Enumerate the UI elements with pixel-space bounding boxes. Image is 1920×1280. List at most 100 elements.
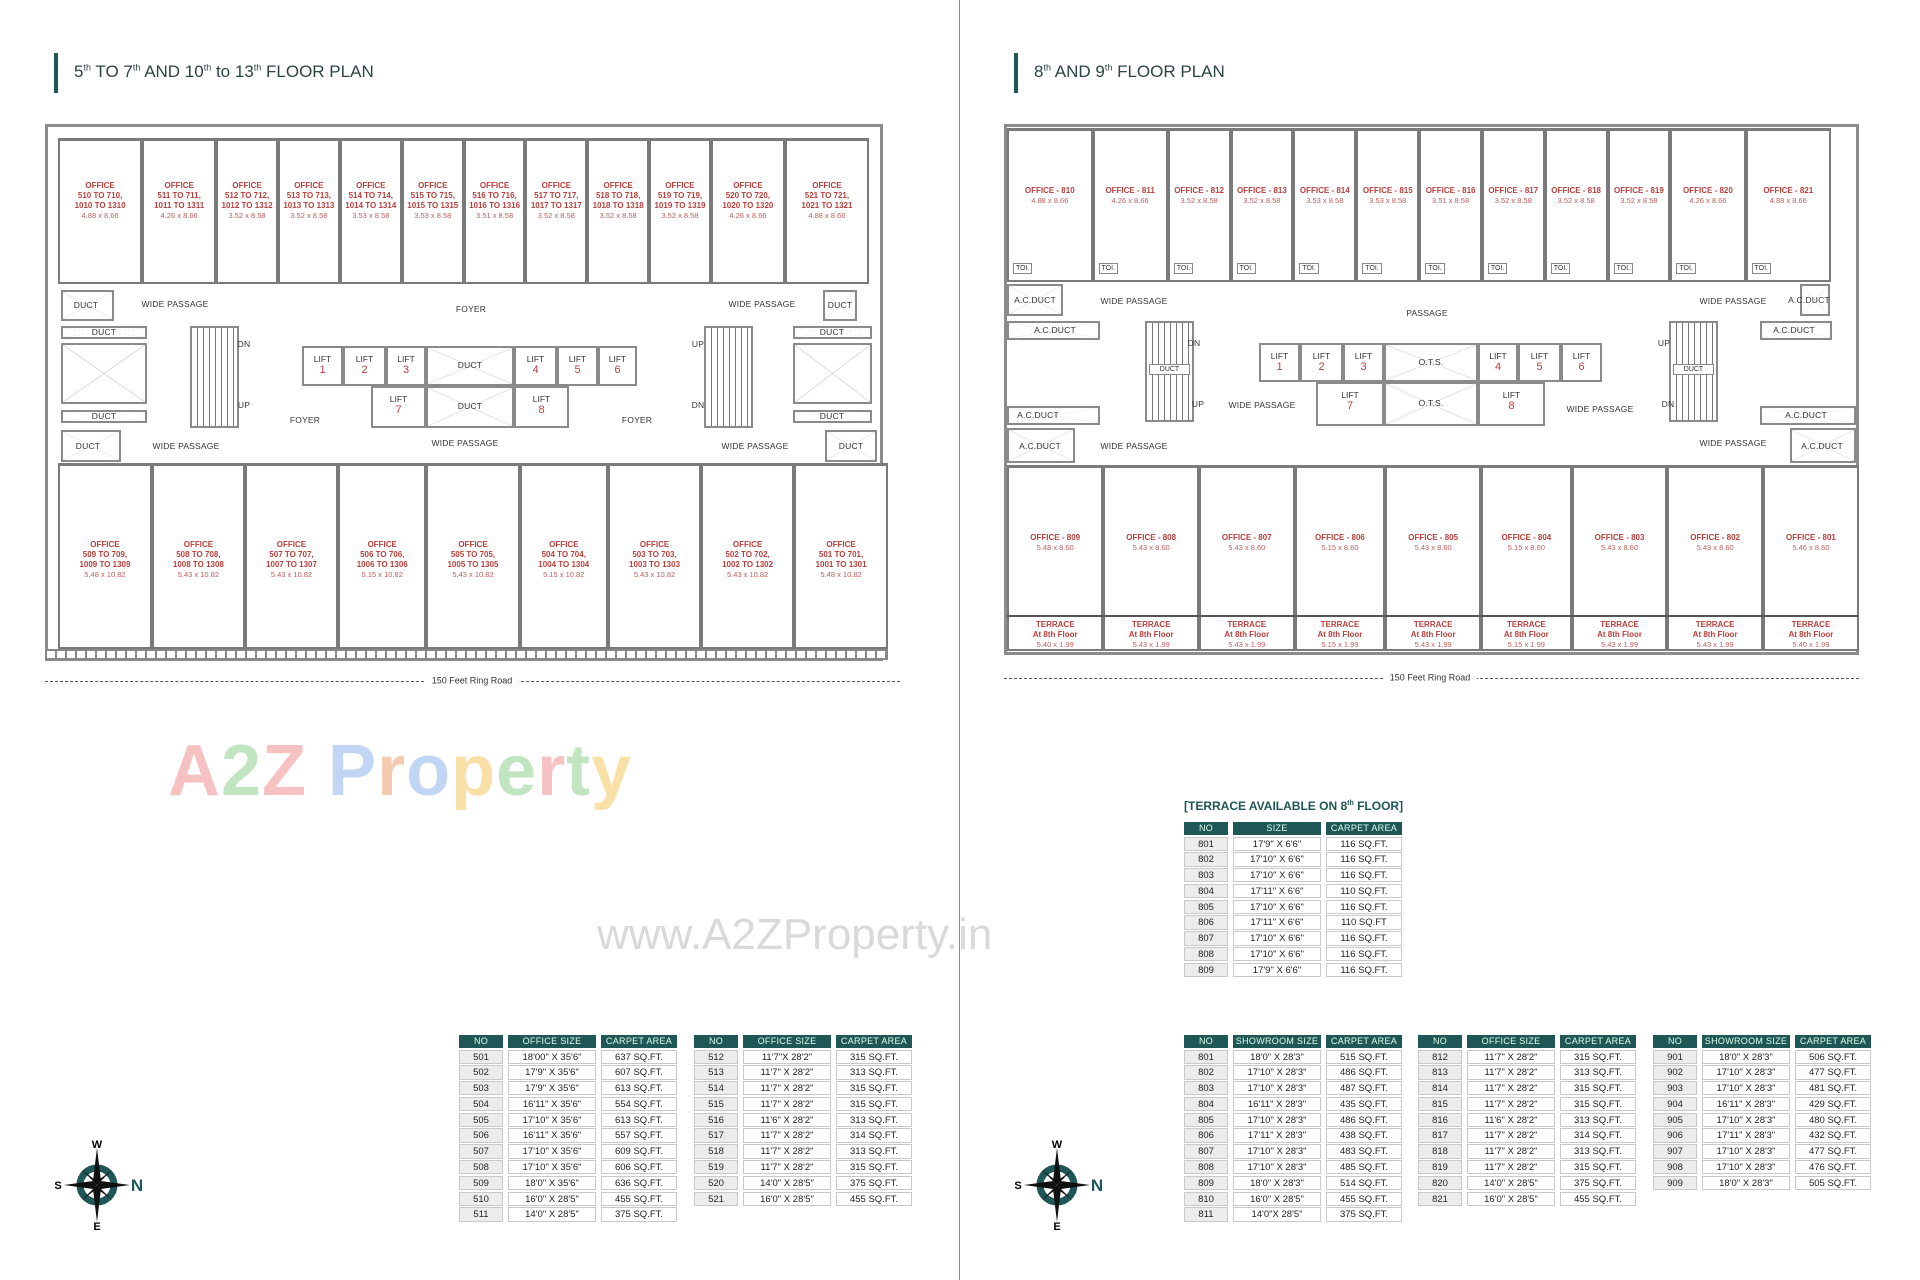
wide-passage-label: WIDE PASSAGE [1100, 296, 1168, 306]
office-unit-range: 519 TO 719, [657, 191, 703, 200]
ac-duct-label: A.C.DUCT [1785, 410, 1827, 420]
office-dimensions: 5.15 x 10.82 [361, 570, 403, 579]
carpet-area: 455 SQ.FT. [1326, 1191, 1402, 1206]
duct-label: DUCT [457, 401, 483, 411]
terrace-floor: At 8th Floor [1317, 630, 1363, 639]
office-label: OFFICE - 816 [1425, 186, 1476, 195]
unit-number: 808 [1184, 1160, 1228, 1175]
unit-size: 17'10" X 6'6" [1233, 931, 1321, 946]
office-dimensions: 4.26 x 8.66 [1689, 196, 1727, 205]
ring-road-label: 150 Feet Ring Road [1383, 672, 1477, 683]
office-dimensions: 5.43 x 10.82 [270, 570, 313, 579]
stair-dn-label: DN [1187, 338, 1201, 348]
duct-label: DUCT [838, 441, 864, 451]
unit-size: 17'11" X 6'6" [1233, 883, 1321, 899]
compass-s: S [1014, 1180, 1021, 1192]
office-label: OFFICE - 810 [1024, 186, 1075, 195]
unit-size: 17'10" X 6'6" [1233, 899, 1321, 914]
toilet-label: TOI. [1613, 263, 1634, 274]
office-unit-range: 1007 TO 1307 [265, 560, 317, 569]
unit-number: 803 [1184, 868, 1228, 883]
carpet-area: 607 SQ.FT. [601, 1065, 677, 1080]
office-unit-range: 503 TO 703, [632, 550, 677, 559]
unit-size: 17'10" X 6'6" [1233, 868, 1321, 883]
watermark-letter: o [406, 731, 452, 811]
page-divider [959, 0, 960, 1280]
office-label: OFFICE [232, 181, 262, 190]
office-dimensions: 5.43 x 10.82 [452, 570, 494, 579]
duct-label: DUCT [1673, 364, 1714, 375]
office-dimensions: 5.43 x 10.82 [726, 570, 769, 579]
unit-size: 11'7" X 28'2" [1467, 1049, 1555, 1064]
terrace-label: TERRACE [1791, 620, 1831, 629]
unit-size: 11'7" X 28'2" [743, 1160, 831, 1175]
unit-size: 14'0"X 28'5" [1233, 1207, 1321, 1222]
terrace-dimensions: 5.43 x 1.99 [1228, 640, 1266, 649]
ac-duct-label: A.C.DUCT [1017, 410, 1059, 420]
unit-size: 17'11" X 28'3" [1233, 1128, 1321, 1143]
compass-w: W [92, 1140, 103, 1151]
office-label: OFFICE - 817 [1488, 186, 1539, 195]
table-header: NO [1184, 822, 1228, 835]
office-unit-range: 516 TO 716, [472, 191, 517, 200]
carpet-area: 116 SQ.FT. [1326, 852, 1402, 867]
unit-size: 11'7" X 28'2" [743, 1144, 831, 1159]
unit-size: 17'10" X 28'3" [1702, 1112, 1790, 1127]
office-dimensions: 5.15 x 8.60 [1507, 543, 1545, 552]
office-dimensions: 3.52 x 8.58 [1243, 196, 1281, 205]
carpet-area: 313 SQ.FT. [1560, 1144, 1636, 1159]
table-header: CARPET AREA [1326, 822, 1402, 835]
unit-number: 518 [694, 1144, 738, 1159]
unit-size: 17'10" X 28'3" [1233, 1065, 1321, 1080]
carpet-area: 432 SQ.FT. [1795, 1128, 1871, 1143]
terrace-table-title: [TERRACE AVAILABLE ON 8th FLOOR] [1184, 799, 1404, 813]
unit-number: 819 [1418, 1160, 1462, 1175]
carpet-area: 435 SQ.FT. [1326, 1096, 1402, 1112]
unit-number: 519 [694, 1160, 738, 1175]
office-dimensions: 3.53 x 8.58 [414, 211, 452, 220]
office-dimensions: 3.52 x 8.58 [1620, 196, 1658, 205]
wide-passage-label: WIDE PASSAGE [141, 299, 209, 309]
office-unit-range: 1005 TO 1305 [447, 560, 499, 569]
terrace-dimensions: 5.43 x 1.99 [1601, 640, 1639, 649]
watermark-letter: r [537, 731, 567, 811]
unit-number: 512 [694, 1049, 738, 1064]
office-unit-range: 1011 TO 1311 [154, 201, 205, 210]
office-label: OFFICE - 809 [1030, 533, 1081, 542]
office-dimensions: 4.26 x 8.66 [729, 211, 767, 220]
carpet-area: 481 SQ.FT. [1795, 1081, 1871, 1096]
duct [793, 326, 872, 339]
table-header: NO [694, 1035, 738, 1048]
unit-number: 909 [1653, 1175, 1697, 1191]
ac-duct [1790, 428, 1856, 463]
unit-size: 17'10" X 35'6" [508, 1112, 596, 1127]
office-unit-range: 518 TO 718, [595, 191, 641, 200]
office-dimensions: 3.52 x 8.58 [1180, 196, 1218, 205]
carpet-area: 476 SQ.FT. [1795, 1160, 1871, 1175]
unit-number: 511 [459, 1207, 503, 1222]
duct-label: DUCT [827, 300, 853, 310]
carpet-area: 636 SQ.FT. [601, 1175, 677, 1191]
unit-number: 809 [1184, 1175, 1228, 1191]
office-dimensions: 4.88 x 8.66 [81, 211, 119, 220]
unit-size: 16'0" X 28'5" [1233, 1191, 1321, 1206]
table-header: NO [1653, 1035, 1697, 1048]
office-dimensions: 4.88 x 8.66 [808, 211, 846, 220]
office-unit-range: 1018 TO 1318 [592, 201, 644, 210]
